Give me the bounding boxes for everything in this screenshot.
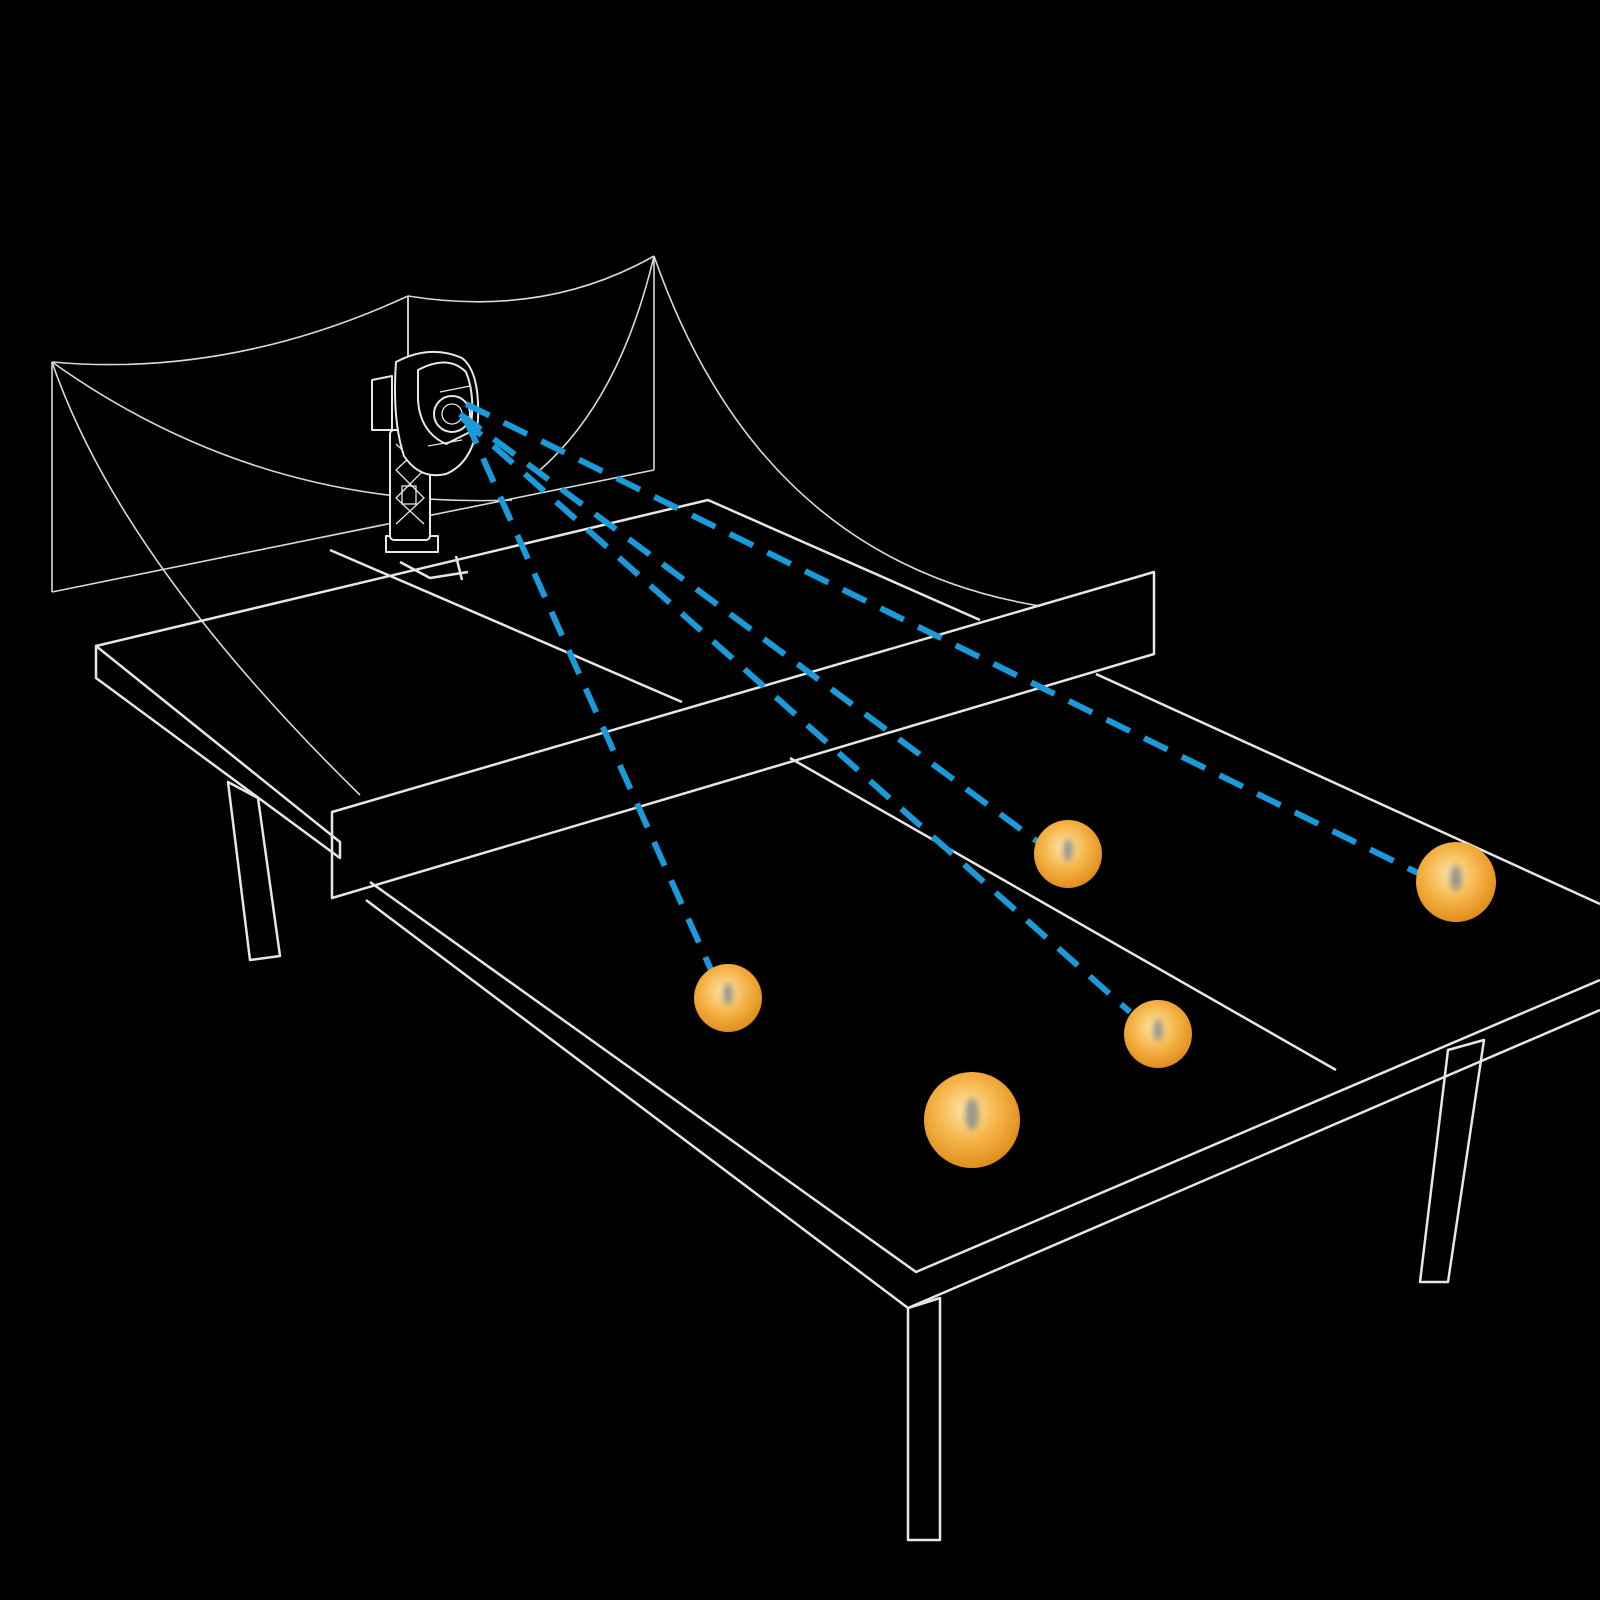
ball-trajectories (458, 401, 1422, 1015)
table-legs (226, 780, 1486, 1542)
trajectory-line (464, 401, 1422, 877)
trajectory-line (463, 418, 715, 974)
ping-pong-ball-icon (694, 964, 762, 1032)
ping-pong-ball-icon (1034, 820, 1102, 888)
trajectory-line (458, 411, 1040, 845)
balls (694, 820, 1496, 1168)
ping-pong-ball-icon (924, 1072, 1020, 1168)
table-net (330, 570, 1156, 900)
ping-pong-ball-icon (1124, 1000, 1192, 1068)
trajectory-line (460, 415, 1132, 1015)
ping-pong-table-icon (94, 498, 1600, 1310)
ball-launcher-robot-icon (371, 350, 480, 553)
catch-net-icon (51, 255, 1041, 796)
ping-pong-ball-icon (1416, 842, 1496, 922)
